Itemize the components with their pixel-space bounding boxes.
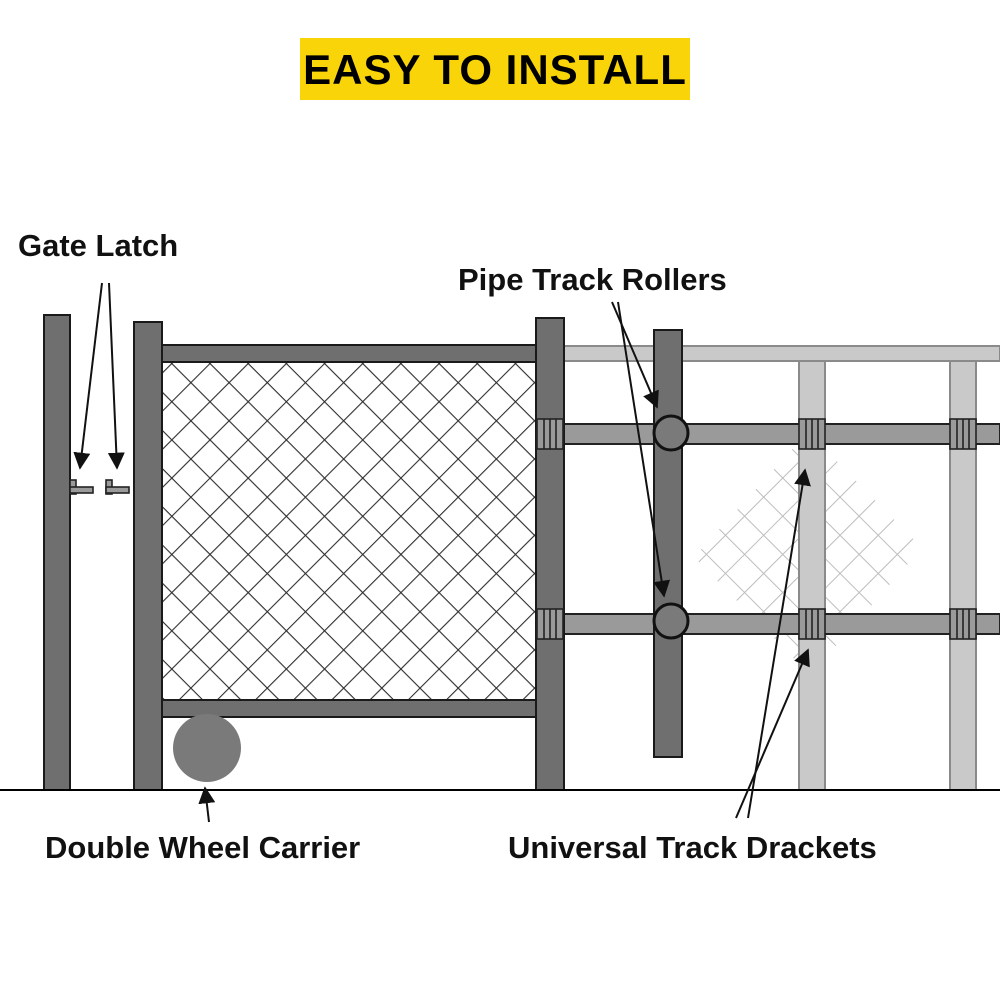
track-bracket: [949, 418, 977, 450]
pipe-track-roller-upper: [652, 414, 690, 452]
gate-latch-part: [105, 479, 130, 495]
double-wheel-carrier-label: Double Wheel Carrier: [45, 830, 360, 865]
double-wheel-carrier-wheel: [173, 714, 241, 782]
roller-post: [653, 329, 683, 758]
gate-latch-label: Gate Latch: [18, 228, 178, 263]
wheel-carrier-arrow: [198, 786, 216, 823]
gate-latch-part: [69, 479, 94, 495]
universal-track-brackets-label: Universal Track Drackets: [508, 830, 877, 865]
gate-frame-left-post: [133, 321, 163, 791]
lower-track-rail: [563, 613, 1000, 635]
gate-latch-arrow-right: [107, 282, 125, 470]
gate-frame-right-post: [535, 317, 565, 791]
track-bracket: [949, 608, 977, 640]
gate-bottom-rail: [161, 699, 537, 718]
gate-latch-arrow-left: [73, 282, 103, 470]
pipe-track-rollers-label: Pipe Track Rollers: [458, 262, 727, 297]
pipe-track-roller-lower: [652, 602, 690, 640]
track-bracket: [798, 608, 826, 640]
top-rail-light: [563, 345, 1000, 362]
roller-arrow-upper: [611, 301, 659, 409]
title-banner-text: EASY TO INSTALL: [303, 46, 687, 93]
bracket-arrow-lower: [735, 648, 810, 819]
far-fence-post-right: [949, 345, 977, 791]
upper-track-rail: [563, 423, 1000, 445]
gate-chain-link-mesh: [162, 345, 536, 717]
track-bracket: [536, 608, 564, 640]
title-banner: [300, 38, 690, 100]
track-bracket: [798, 418, 826, 450]
far-fence-post-left: [798, 345, 826, 791]
track-bracket: [536, 418, 564, 450]
latch-post: [43, 314, 71, 791]
roller-arrow-lower: [617, 301, 671, 598]
gate-top-rail: [161, 344, 537, 363]
bracket-arrow-upper: [747, 468, 811, 819]
